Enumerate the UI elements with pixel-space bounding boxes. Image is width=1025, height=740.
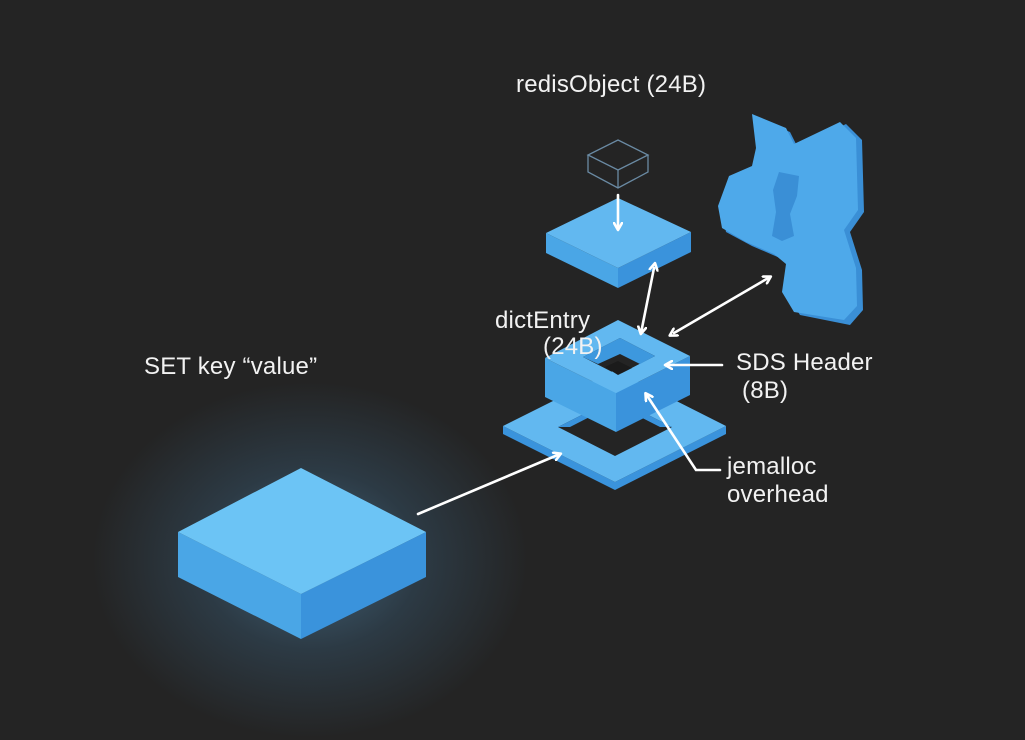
arrows bbox=[416, 193, 770, 516]
redis-object-wireframe-cube bbox=[586, 139, 650, 189]
arrow-jemalloc-overhead bbox=[646, 394, 722, 472]
dict-entry-label: dictEntry bbox=[495, 307, 591, 334]
dict-entry-left-face bbox=[545, 358, 616, 432]
arrow-command-to-jemalloc bbox=[416, 454, 560, 516]
redis-object-label: redisObject (24B) bbox=[516, 71, 707, 98]
command-block bbox=[178, 468, 426, 639]
dict-entry-hole-wall bbox=[583, 338, 655, 364]
command-block-left-face bbox=[178, 532, 301, 639]
command-block-right-face bbox=[301, 532, 426, 639]
jemalloc-overhead-label: overhead bbox=[727, 481, 829, 508]
command-label: SET key “value” bbox=[144, 353, 318, 380]
fragment-shape-top bbox=[718, 114, 858, 320]
redis-object-block bbox=[546, 198, 691, 288]
dict-entry-top-face bbox=[545, 320, 690, 393]
command-block-top-face bbox=[178, 468, 426, 594]
redis-object-top-face bbox=[546, 198, 691, 268]
dict-entry-hole bbox=[605, 361, 632, 375]
diagram-canvas bbox=[178, 114, 864, 639]
arrow-redis-object-dict-entry bbox=[641, 268, 654, 333]
dict-entry-size-label: (24B) bbox=[543, 333, 603, 360]
fragment-shape bbox=[718, 114, 864, 325]
sds-header-size-label: (8B) bbox=[742, 377, 789, 404]
sds-header-label: SDS Header bbox=[736, 349, 873, 376]
redis-object-left-face bbox=[546, 233, 618, 288]
jemalloc-label: jemalloc bbox=[727, 453, 817, 480]
arrow-dict-entry-fragment bbox=[674, 277, 770, 333]
redis-object-right-face bbox=[618, 232, 691, 288]
